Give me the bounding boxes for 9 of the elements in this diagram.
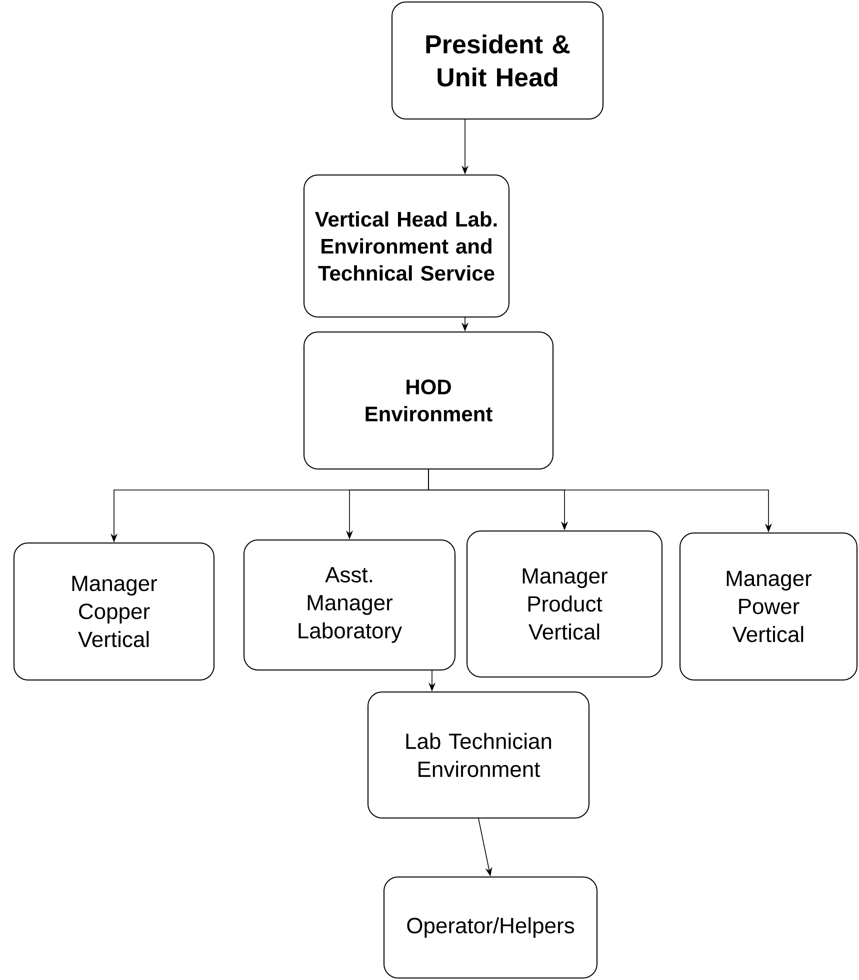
org-box: Manager Product Vertical [466, 530, 662, 678]
org-box: President & Unit Head [392, 2, 604, 120]
org-box: Manager Power Vertical [680, 532, 858, 680]
org-box: Manager Copper Vertical [14, 542, 214, 680]
org-box: Asst. Manager Laboratory [244, 540, 456, 670]
org-box: Vertical Head Lab. Environment and Technical Service [304, 174, 510, 318]
org-box: Operator/Helpers [384, 876, 598, 978]
org-box: HOD Environment [304, 332, 554, 470]
org-box: Lab Technician Environment [368, 692, 590, 818]
